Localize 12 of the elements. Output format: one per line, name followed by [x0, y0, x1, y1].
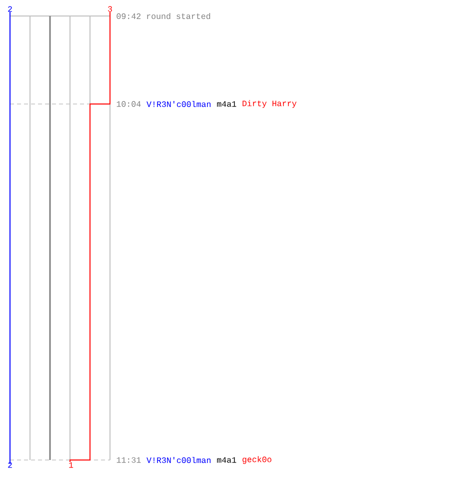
timestamp: 11:31	[116, 457, 141, 463]
team-count: 2	[8, 6, 12, 12]
player-name: geck0o	[242, 456, 272, 464]
team-count: 3	[108, 6, 112, 12]
player-name: V!R3N'c00lman	[146, 100, 211, 108]
timestamp: 10:04	[116, 101, 141, 107]
weapon-name: m4a1	[217, 457, 236, 463]
weapon-name: m4a1	[217, 101, 236, 107]
event-text: 09:42 round started	[116, 12, 210, 20]
team-count: 1	[69, 462, 74, 468]
player-name: V!R3N'c00lman	[146, 456, 211, 464]
player-name: Dirty Harry	[242, 100, 296, 108]
